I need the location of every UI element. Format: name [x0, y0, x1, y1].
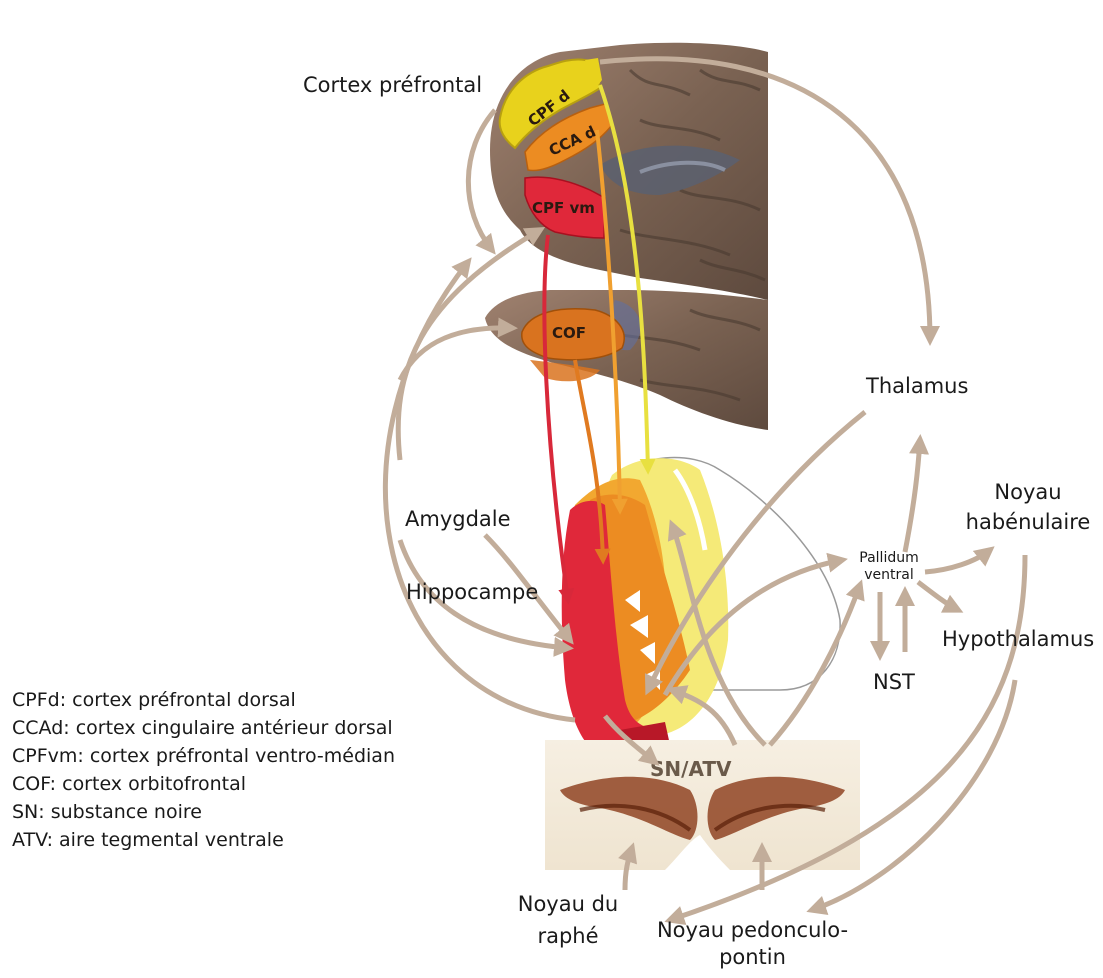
legend-item: CPFd: cortex préfrontal dorsal [12, 686, 395, 714]
prefrontal-cortex-image: CPF d CCA d CPF vm [490, 43, 768, 300]
cpfvm-label: CPF vm [532, 199, 595, 217]
label-cortex-prefrontal: Cortex préfrontal [303, 73, 482, 98]
label-thalamus: Thalamus [866, 374, 968, 399]
cof-label: COF [552, 324, 586, 342]
label-hypothalamus: Hypothalamus [942, 627, 1094, 652]
label-hippocampe: Hippocampe [406, 580, 538, 605]
label-noyau-raphe-line1: Noyau du [508, 892, 628, 917]
sn-atv-label: SN/ATV [650, 757, 732, 781]
legend-item: COF: cortex orbitofrontal [12, 770, 395, 798]
label-noyau-habenulaire-line2: habénulaire [958, 510, 1098, 535]
legend-item: CPFvm: cortex préfrontal ventro-médian [12, 742, 395, 770]
label-noyau-pedonculo-line2: pontin [655, 945, 850, 970]
label-pallidum-ventral: Pallidum ventral [848, 550, 930, 584]
striatum-image [562, 458, 840, 759]
label-nst: NST [873, 670, 915, 695]
sn-atv-image: SN/ATV [545, 740, 860, 870]
label-noyau-pedonculo-line1: Noyau pedonculo- [655, 918, 850, 943]
label-noyau-habenulaire-line1: Noyau [958, 480, 1098, 505]
label-noyau-raphe: Noyau du raphé [508, 892, 628, 949]
legend-item: CCAd: cortex cingulaire antérieur dorsal [12, 714, 395, 742]
label-amygdale: Amygdale [405, 507, 511, 532]
legend-item: SN: substance noire [12, 798, 395, 826]
label-noyau-pedonculo-pontin: Noyau pedonculo- pontin [655, 918, 850, 970]
legend-item: ATV: aire tegmental ventrale [12, 826, 395, 854]
abbreviation-legend: CPFd: cortex préfrontal dorsal CCAd: cor… [12, 686, 395, 854]
orbitofrontal-cortex-image: COF [485, 290, 768, 430]
label-pallidum-line1: Pallidum [848, 550, 930, 567]
label-noyau-habenulaire: Noyau habénulaire [958, 480, 1098, 535]
label-pallidum-line2: ventral [848, 567, 930, 584]
label-noyau-raphe-line2: raphé [508, 924, 628, 949]
